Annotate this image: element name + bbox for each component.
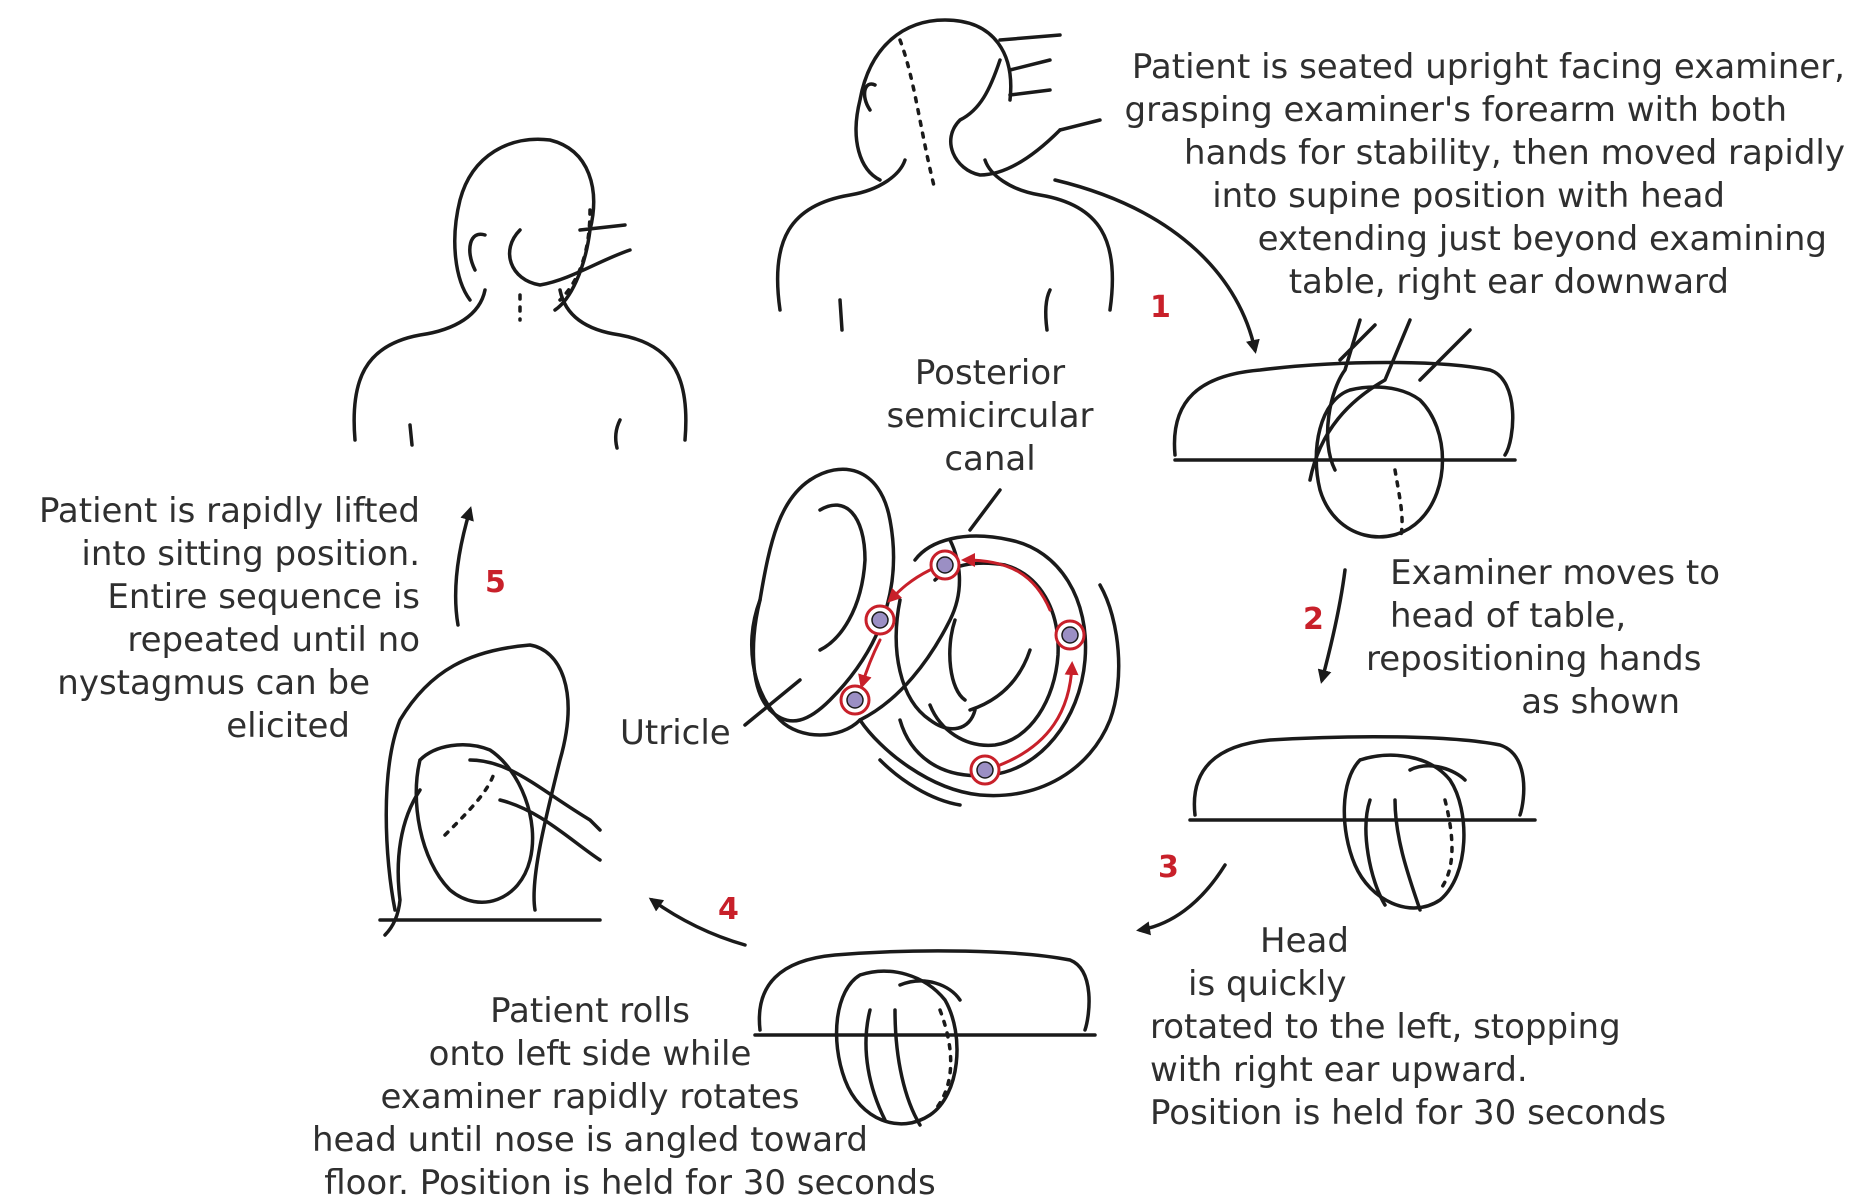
canal-label-line: semicircular: [855, 395, 1125, 438]
caption-line: Examiner moves to: [1360, 552, 1720, 595]
figure-seated-start: [778, 20, 1113, 330]
arrow-step-2: [1322, 570, 1345, 680]
caption-line: floor. Position is held for 30 seconds: [225, 1162, 955, 1201]
otoconia-particle: [931, 551, 959, 579]
arrow-step-5: [456, 510, 470, 625]
caption-line: into sitting position.: [10, 533, 420, 576]
figure-head-extended: [1190, 737, 1535, 910]
step-5-caption: Patient is rapidly lifted into sitting p…: [10, 490, 420, 748]
caption-line: elicited: [10, 705, 420, 748]
caption-line: examiner rapidly rotates: [225, 1076, 955, 1119]
canal-label-line: Posterior: [855, 352, 1125, 395]
figure-seated-return: [354, 139, 686, 448]
otoconia-arrow-3: [890, 570, 930, 600]
caption-line: Patient is rapidly lifted: [10, 490, 420, 533]
caption-line: nystagmus can be: [10, 662, 420, 705]
otoconia-particles: [841, 551, 1084, 784]
step-3-caption: Head is quickly rotated to the left, sto…: [1150, 920, 1666, 1135]
figure-supine-right: [1174, 320, 1515, 540]
caption-line: with right ear upward.: [1150, 1049, 1666, 1092]
otoconia-particle: [866, 606, 894, 634]
caption-line: head until nose is angled toward: [225, 1119, 955, 1162]
otoconia-particle: [1056, 621, 1084, 649]
caption-line: repeated until no: [10, 619, 420, 662]
caption-line: is quickly: [1150, 963, 1666, 1006]
caption-line: as shown: [1360, 681, 1720, 724]
canal-label-line: canal: [855, 438, 1125, 481]
caption-line: grasping examiner's forearm with both: [1124, 89, 1787, 132]
otoconia-particle: [841, 686, 869, 714]
caption-line: Position is held for 30 seconds: [1150, 1092, 1666, 1135]
step-number-3: 3: [1158, 850, 1179, 885]
caption-line: onto left side while: [225, 1033, 955, 1076]
step-1-caption: Patient is seated upright facing examine…: [1124, 46, 1845, 304]
caption-line: rotated to the left, stopping: [1150, 1006, 1666, 1049]
step-4-caption: Patient rolls onto left side while exami…: [225, 990, 955, 1201]
caption-line: repositioning hands: [1360, 638, 1720, 681]
caption-line: hands for stability, then moved rapidly: [1124, 132, 1845, 175]
caption-line: Head: [1150, 920, 1666, 963]
caption-line: Patient is seated upright facing examine…: [1124, 46, 1845, 89]
step-number-2: 2: [1303, 602, 1324, 637]
otoconia-arrow-1: [1000, 665, 1072, 765]
step-number-5: 5: [485, 565, 506, 600]
caption-line: head of table,: [1360, 595, 1720, 638]
caption-line: Entire sequence is: [10, 576, 420, 619]
caption-line: table, right ear downward: [1124, 261, 1729, 304]
utricle-label: Utricle: [620, 712, 731, 755]
caption-line: extending just beyond examining: [1124, 218, 1827, 261]
step-number-4: 4: [718, 892, 739, 927]
canal-label: Posterior semicircular canal: [855, 352, 1125, 481]
otoconia-particle: [971, 756, 999, 784]
caption-line: Patient rolls: [225, 990, 955, 1033]
caption-line: into supine position with head: [1124, 175, 1725, 218]
step-2-caption: Examiner moves to head of table, reposit…: [1360, 552, 1720, 724]
